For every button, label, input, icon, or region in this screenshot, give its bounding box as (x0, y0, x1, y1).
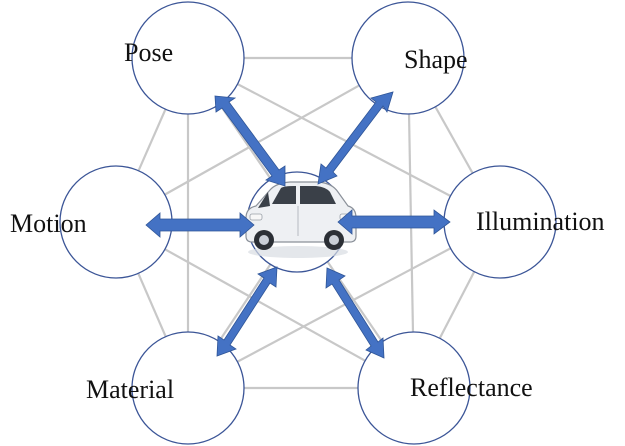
label-motion: Motion (10, 209, 87, 238)
label-material: Material (86, 375, 174, 404)
arrow-motion (145, 212, 255, 238)
arrow-reflectance (325, 267, 385, 359)
arrows (145, 91, 451, 359)
arrow-shape (317, 91, 394, 185)
arrow-pose (214, 95, 286, 187)
arrow-material (216, 266, 278, 357)
reflectance-node (357, 331, 471, 445)
outer-nodes (59, 1, 557, 445)
label-pose: Pose (124, 38, 173, 67)
label-illumination: Illumination (476, 207, 605, 236)
material-node (131, 331, 245, 445)
arrow-illumination (337, 209, 451, 235)
node-labels: Pose Shape Motion Illumination Material … (10, 38, 605, 404)
shape-node (351, 1, 465, 115)
car-icon (245, 181, 357, 258)
label-reflectance: Reflectance (410, 373, 533, 402)
pose-node (131, 1, 245, 115)
label-shape: Shape (404, 45, 468, 74)
